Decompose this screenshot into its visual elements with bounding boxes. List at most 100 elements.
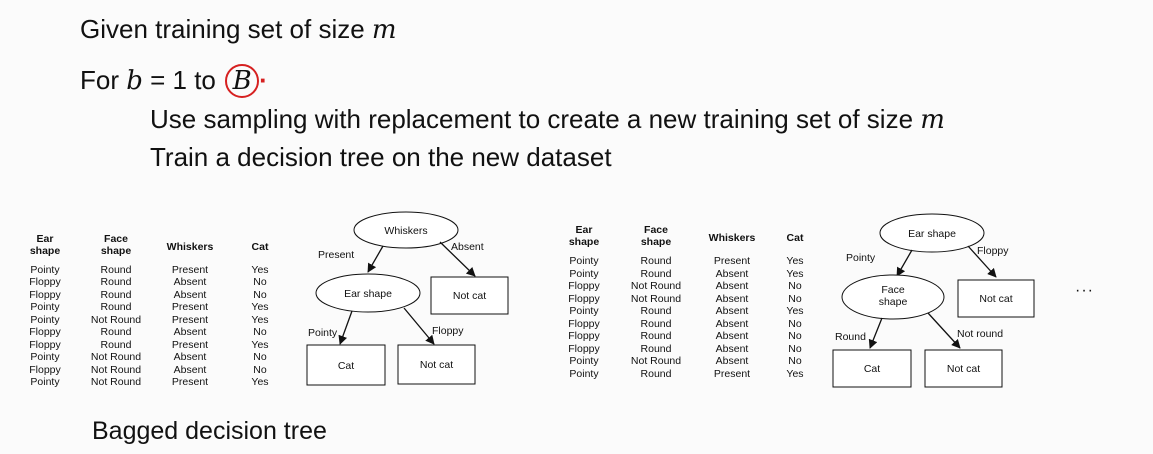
tree-1-inner-label: Ear shape bbox=[344, 288, 392, 300]
cell-whiskers: Absent bbox=[715, 342, 749, 355]
cell-cat: No bbox=[253, 363, 267, 376]
tree-1-leaf-right bbox=[430, 276, 509, 315]
cursor-dot: · bbox=[259, 65, 268, 95]
tree-2-leaf-ll bbox=[832, 349, 912, 388]
cell-whiskers: Present bbox=[171, 313, 209, 326]
tree-1-inner-right-arrow bbox=[403, 307, 435, 345]
cell-face-shape: Round bbox=[100, 264, 132, 276]
for-line: For b = 1 to B· bbox=[80, 64, 268, 98]
cell-ear-shape: Pointy bbox=[30, 313, 60, 326]
tree-1-root-left-edge-label: Present bbox=[318, 249, 354, 261]
cell-whiskers: Absent bbox=[715, 330, 749, 343]
step-2-line: Train a decision tree on the new dataset bbox=[150, 142, 612, 173]
tree-2-leaf-right bbox=[957, 279, 1035, 318]
footer-caption: Bagged decision tree bbox=[92, 417, 327, 445]
cell-cat: No bbox=[253, 351, 267, 364]
step-1-variable: m bbox=[920, 105, 945, 135]
step-1-text: Use sampling with replacement to create … bbox=[150, 104, 921, 134]
cell-face-shape: Round bbox=[640, 367, 672, 380]
tree-1-leaf-lr-label: Not cat bbox=[420, 359, 453, 371]
cell-whiskers: Absent bbox=[715, 305, 749, 318]
b-variable: b bbox=[126, 66, 143, 96]
tree-2-inner-left-edge-label: Round bbox=[835, 331, 866, 343]
tree-2-root-right-edge-label: Floppy bbox=[977, 245, 1009, 257]
cell-ear-shape: Pointy bbox=[569, 255, 599, 267]
cell-face-shape: Round bbox=[640, 317, 672, 330]
cell-face-shape: Round bbox=[640, 342, 672, 355]
tree-1-root-left-arrow bbox=[367, 245, 384, 273]
cell-ear-shape: Floppy bbox=[568, 292, 600, 305]
cell-whiskers: Present bbox=[171, 376, 209, 389]
cell-whiskers: Present bbox=[713, 255, 751, 267]
m-variable: m bbox=[371, 15, 397, 45]
cell-ear-shape: Floppy bbox=[568, 280, 600, 293]
cell-ear-shape: Pointy bbox=[569, 355, 599, 368]
cell-face-shape: Round bbox=[100, 288, 132, 301]
cell-ear-shape: Floppy bbox=[568, 317, 600, 330]
cell-cat: Yes bbox=[251, 338, 269, 351]
cell-cat: Yes bbox=[786, 255, 804, 267]
cell-whiskers: Absent bbox=[173, 363, 207, 376]
cell-cat: Yes bbox=[786, 367, 804, 380]
cell-cat: No bbox=[253, 288, 267, 301]
cell-cat: No bbox=[253, 326, 267, 339]
cell-ear-shape: Pointy bbox=[569, 305, 599, 318]
cell-whiskers: Absent bbox=[173, 276, 207, 289]
cell-face-shape: Round bbox=[100, 276, 132, 289]
circled-B-variable: B bbox=[225, 64, 260, 98]
cell-cat: No bbox=[788, 317, 802, 330]
cell-whiskers: Present bbox=[171, 338, 209, 351]
cell-ear-shape: Floppy bbox=[568, 330, 600, 343]
cell-ear-shape: Pointy bbox=[30, 351, 60, 364]
cell-whiskers: Absent bbox=[715, 355, 749, 368]
cell-cat: No bbox=[788, 280, 802, 293]
cell-cat: No bbox=[788, 330, 802, 343]
tree-2-inner-right-edge-label: Not round bbox=[957, 328, 1003, 340]
cell-cat: Yes bbox=[251, 376, 269, 389]
cell-cat: No bbox=[788, 342, 802, 355]
tree-2-root-left-edge-label: Pointy bbox=[846, 252, 876, 264]
cell-face-shape: Not Round bbox=[90, 313, 142, 326]
tree-2-root-label: Ear shape bbox=[908, 228, 956, 240]
tree-1-root-right-arrow bbox=[439, 241, 476, 277]
cell-whiskers: Present bbox=[713, 367, 751, 380]
tree-1-inner-right-edge-label: Floppy bbox=[432, 325, 464, 337]
cell-cat: No bbox=[253, 276, 267, 289]
more-trees-ellipsis: ··· bbox=[1075, 282, 1094, 299]
cell-whiskers: Present bbox=[171, 264, 209, 276]
tree-2-leaf-ll-label: Cat bbox=[864, 363, 880, 375]
column-cat: Cat bbox=[240, 241, 280, 253]
decision-tree-2: Ear shape Pointy Floppy Face shape Not c… bbox=[832, 213, 1035, 388]
tree-2-leaf-right-label: Not cat bbox=[979, 293, 1012, 305]
header-cat: Cat bbox=[251, 241, 269, 253]
cell-ear-shape: Pointy bbox=[569, 367, 599, 380]
tree-1-root-right-edge-label: Absent bbox=[451, 241, 484, 253]
cell-whiskers: Absent bbox=[715, 292, 749, 305]
tree-1-leaf-lr bbox=[397, 344, 476, 385]
given-text: Given training set of size bbox=[80, 14, 372, 44]
cell-ear-shape: Floppy bbox=[29, 288, 61, 301]
cell-cat: Yes bbox=[251, 313, 269, 326]
decision-tree-1: Whiskers Present Absent Ear shape Not ca… bbox=[306, 211, 509, 386]
cell-whiskers: Present bbox=[171, 301, 209, 314]
step-2-text: Train a decision tree on the new dataset bbox=[150, 142, 612, 172]
cell-face-shape: Round bbox=[100, 301, 132, 314]
header-whiskers: Whiskers bbox=[166, 241, 214, 253]
cell-face-shape: Round bbox=[640, 255, 672, 267]
cell-ear-shape: Floppy bbox=[568, 342, 600, 355]
cell-whiskers: Absent bbox=[173, 288, 207, 301]
cell-whiskers: Absent bbox=[173, 351, 207, 364]
tree-2-leaf-lr bbox=[924, 349, 1003, 388]
step-1-line: Use sampling with replacement to create … bbox=[150, 104, 945, 135]
cell-face-shape: Round bbox=[640, 267, 672, 280]
range-text: = 1 to bbox=[142, 65, 224, 95]
tree-2-root-node bbox=[879, 213, 985, 253]
tree-2-root-left-arrow bbox=[896, 249, 913, 277]
